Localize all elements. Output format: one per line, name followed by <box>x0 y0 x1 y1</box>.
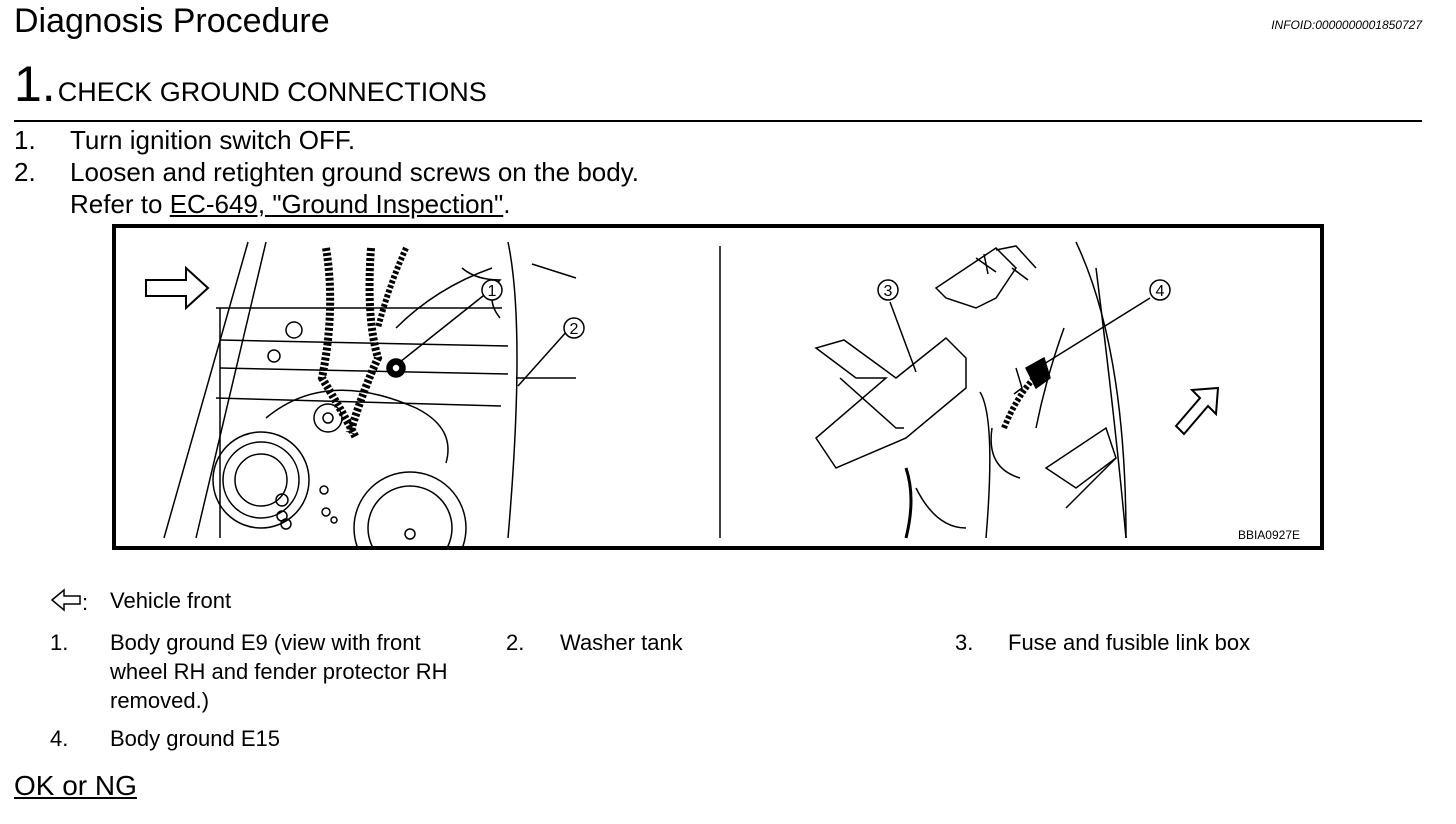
callout-1-label: 1 <box>488 283 497 300</box>
vehicle-front-arrow-icon <box>145 265 210 311</box>
legend-item-text: Body ground E9 (view with front wheel RH… <box>110 630 448 713</box>
callout-4 <box>1149 279 1171 301</box>
legend-item-text: Washer tank <box>560 630 683 655</box>
vehicle-front-arrow-icon <box>50 588 81 612</box>
callout-4-label: 4 <box>1156 283 1165 300</box>
refer-prefix: Refer to <box>70 189 170 219</box>
info-id: INFOID:0000000001850727 <box>1271 18 1422 32</box>
callout-3 <box>877 279 899 301</box>
instruction-number: 1. <box>14 125 36 155</box>
legend-number: 1. <box>50 630 69 655</box>
refer-line: Refer to EC-649, "Ground Inspection". <box>14 188 639 220</box>
instruction-item: 2. Loosen and retighten ground screws on… <box>14 156 639 188</box>
legend-number: 2. <box>506 630 525 655</box>
callout-1 <box>481 279 503 301</box>
diagram-figure: 1 2 3 4 BBIA0927E <box>112 224 1324 550</box>
instruction-text: Loosen and retighten ground screws on th… <box>70 157 640 187</box>
instruction-list: 1. Turn ignition switch OFF. 2. Loosen a… <box>14 124 639 220</box>
diagram-illustration: 1 2 3 4 <box>145 241 1220 546</box>
refer-suffix: . <box>503 189 511 219</box>
page-title: Diagnosis Procedure <box>14 2 330 40</box>
legend-item-text: Fuse and fusible link box <box>1008 630 1251 655</box>
step-heading: 1.CHECK GROUND CONNECTIONS <box>14 58 487 118</box>
callout-3-label: 3 <box>884 283 893 300</box>
legend-item-text: Body ground E15 <box>110 726 281 751</box>
heading-rule <box>14 120 1422 122</box>
instruction-item: 1. Turn ignition switch OFF. <box>14 124 639 156</box>
callout-2 <box>563 317 585 339</box>
ground-inspection-link[interactable]: EC-649, "Ground Inspection" <box>169 189 504 219</box>
callout-2-label: 2 <box>570 321 579 338</box>
step-number: 1. <box>14 56 56 112</box>
legend-number: 4. <box>50 726 69 751</box>
figure-code: BBIA0927E <box>1237 528 1300 542</box>
instruction-number: 2. <box>14 157 36 187</box>
legend-number: 3. <box>955 630 974 655</box>
step-title: CHECK GROUND CONNECTIONS <box>57 77 487 107</box>
vehicle-front-arrow-icon <box>1174 386 1220 436</box>
arrow-colon: : <box>82 590 89 615</box>
instruction-text: Turn ignition switch OFF. <box>70 125 356 155</box>
ok-or-ng-heading: OK or NG <box>14 770 137 801</box>
arrow-legend-label: Vehicle front <box>110 588 232 613</box>
